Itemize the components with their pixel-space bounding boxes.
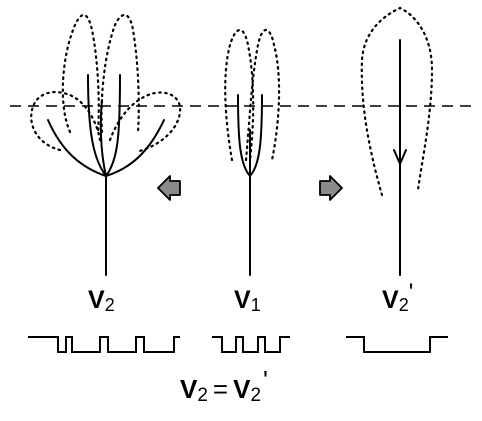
pulse-train-v2-prime xyxy=(346,336,448,353)
pulse-trains xyxy=(28,336,448,353)
label-v2: V2 xyxy=(88,286,115,315)
pulse-train-v1 xyxy=(212,336,290,353)
tree-v2-stems xyxy=(47,74,165,276)
equation-v2-equals-v2prime: V2=V2' xyxy=(180,365,268,406)
tree-v1-dotted-envelope xyxy=(224,28,281,162)
tree-v1-middle xyxy=(224,28,281,276)
tree-v2prime-stem xyxy=(393,39,407,276)
arrow-left-icon xyxy=(157,175,181,201)
label-v1: V1 xyxy=(234,286,261,315)
tree-v2-left xyxy=(30,14,182,276)
arrow-right-icon xyxy=(319,175,343,201)
label-v2-prime: V2' xyxy=(382,279,413,315)
pulse-train-v2 xyxy=(28,336,180,353)
tree-v2prime-right xyxy=(360,6,434,276)
tree-v1-stems xyxy=(237,94,263,276)
tree-v2prime-dotted-envelope xyxy=(360,6,434,197)
